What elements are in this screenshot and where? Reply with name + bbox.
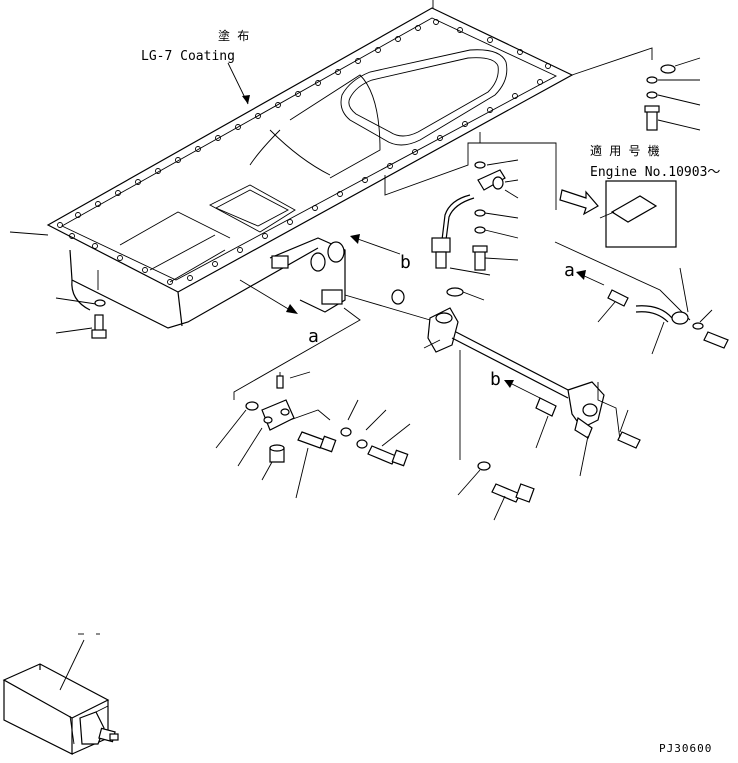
flange-bolt-holes [57, 19, 551, 285]
view-label-a-lower: a [564, 260, 575, 281]
bottom-left-part [2, 633, 119, 755]
view-label-b-upper: b [400, 252, 411, 273]
oil-pan [46, 7, 574, 329]
coating-jp-label: 塗 布 [218, 28, 249, 43]
applicable-callout: 適 用 号 機 Engine No.10903～ [559, 143, 720, 248]
drawing-code: PJ30600 [659, 742, 712, 755]
view-arrows-pan: a b [239, 234, 411, 347]
coating-en-label: LG-7 Coating [141, 49, 235, 64]
right-hose-group: a [554, 241, 729, 355]
sensor-group [384, 132, 557, 276]
coating-annotation: 塗 布 LG-7 Coating [141, 28, 250, 105]
top-right-parts [432, 0, 701, 131]
engine-no-label: Engine No.10903～ [590, 165, 720, 180]
bracket-group [215, 307, 411, 499]
applicable-jp-label: 適 用 号 機 [590, 143, 660, 158]
view-label-a-upper: a [308, 326, 319, 347]
left-leaders [9, 231, 107, 339]
view-label-b-lower: b [490, 369, 501, 390]
pipe-assembly: b [344, 287, 641, 521]
